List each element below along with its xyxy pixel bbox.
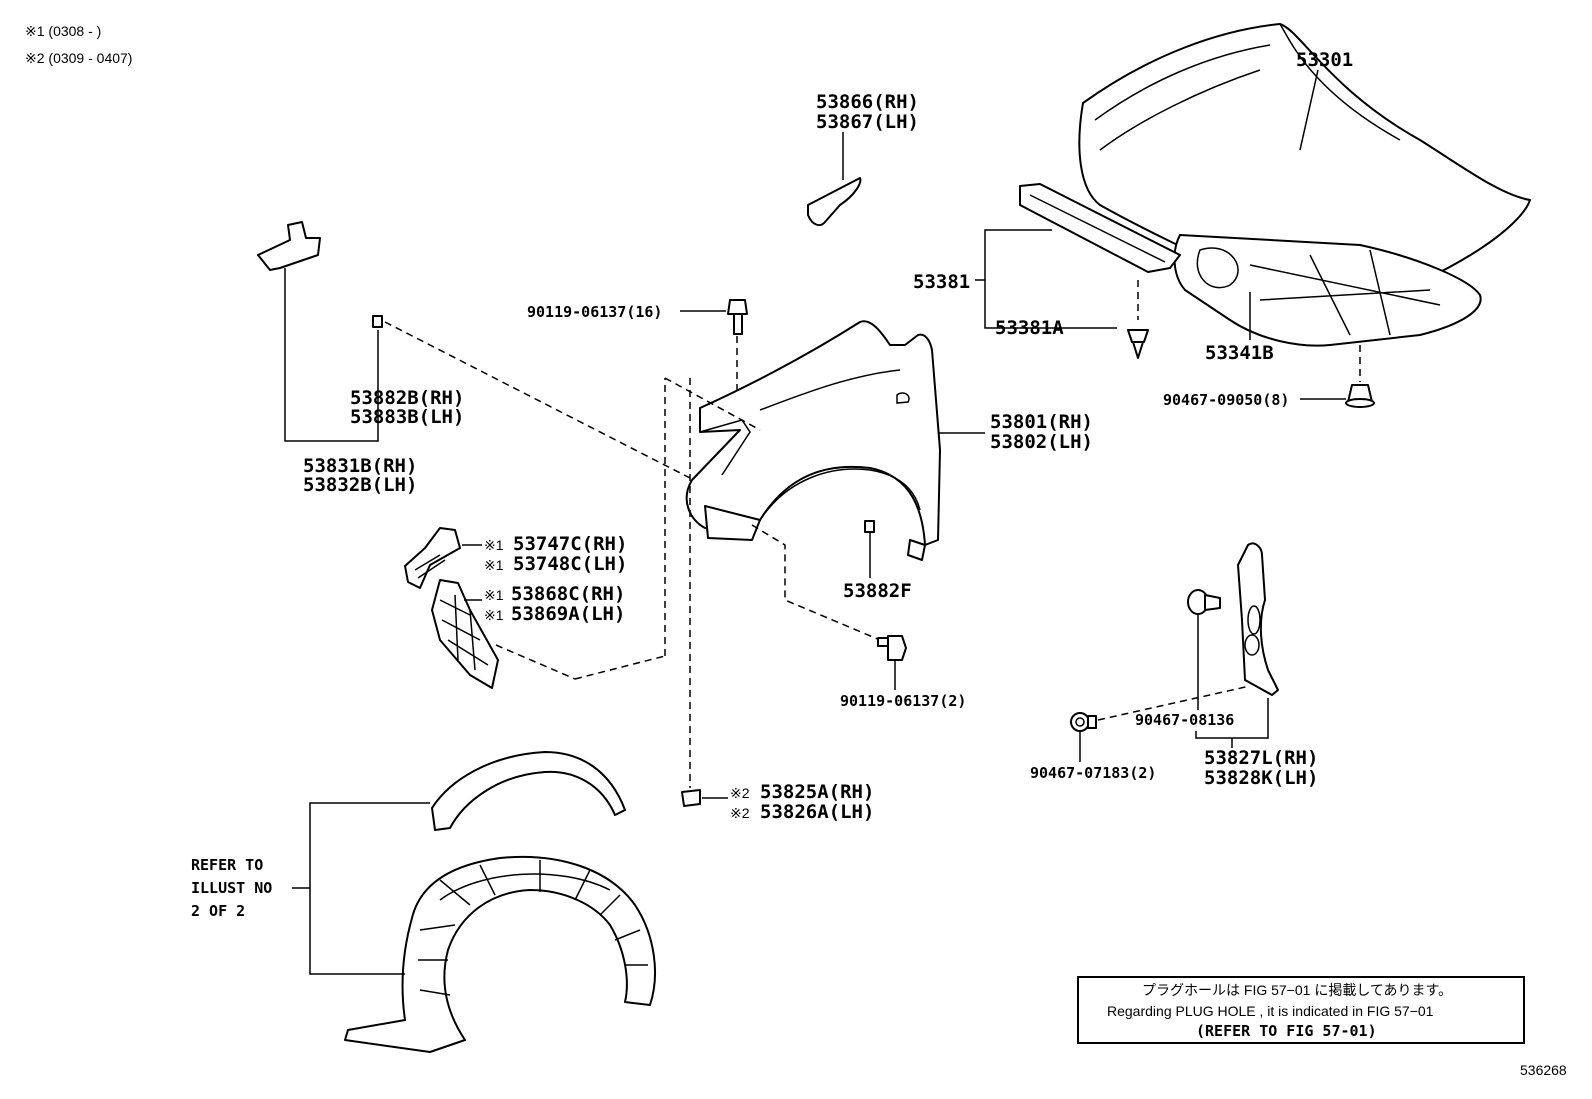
front-fender	[685, 320, 941, 561]
label-bracket-f: 53882F	[843, 580, 912, 602]
insulator-clip	[1345, 384, 1375, 408]
fender-liner-main	[344, 855, 656, 1053]
fender-bolt-top	[727, 299, 748, 335]
label-hood-seal: 53381	[913, 271, 970, 293]
hood-insulator	[1173, 234, 1482, 347]
label-liner-rh: 53868C(RH)	[511, 583, 625, 605]
label-bolt-top: 90119-06137(16)	[527, 303, 662, 321]
label-clip-07183: 90467-07183(2)	[1030, 764, 1156, 782]
note-1: ※1 (0308 - )	[25, 23, 101, 39]
hood-seal-clip	[1127, 329, 1149, 359]
label-hood-insulator: 53341B	[1205, 342, 1274, 364]
bracket-53882f	[864, 520, 875, 533]
label-fender-bracket-lh: 53832B(LH)	[303, 474, 417, 496]
headlamp-seal	[807, 177, 862, 227]
label-refer-1: REFER TO	[191, 856, 263, 874]
side-seal	[1237, 542, 1279, 696]
notice-en: Regarding PLUG HOLE , it is indicated in…	[1107, 1003, 1434, 1019]
mark-1-b: ※1	[484, 557, 504, 573]
diagram-id: 536268	[1520, 1062, 1567, 1078]
label-fender-lh: 53802(LH)	[990, 431, 1093, 453]
fender-liner-front	[431, 579, 499, 689]
plug-hole-notice: プラグホールは FIG 57−01 に掲載してあります。 Regarding P…	[1077, 976, 1525, 1044]
label-ext-rh: 53747C(RH)	[513, 533, 627, 555]
mark-1-c: ※1	[484, 587, 504, 603]
label-headlamp-seal-lh: 53867(LH)	[816, 111, 919, 133]
label-liner-lh: 53869A(LH)	[511, 603, 625, 625]
label-pad-rh: 53825A(RH)	[760, 781, 874, 803]
label-bracket-b-lh: 53883B(LH)	[350, 406, 464, 428]
fender-pad	[681, 789, 701, 807]
label-bolt-bottom: 90119-06137(2)	[840, 692, 966, 710]
label-fender-rh: 53801(RH)	[990, 411, 1093, 433]
label-headlamp-seal-rh: 53866(RH)	[816, 91, 919, 113]
label-refer-3: 2 OF 2	[191, 902, 245, 920]
notice-ref: (REFER TO FIG 57-01)	[1196, 1022, 1377, 1040]
fender-liner-upper	[431, 751, 626, 831]
label-bracket-b-rh: 53882B(RH)	[350, 387, 464, 409]
clip-90467-08136	[1187, 589, 1221, 615]
mark-2-b: ※2	[730, 805, 750, 821]
label-hood: 53301	[1296, 49, 1353, 71]
note-2: ※2 (0309 - 0407)	[25, 50, 132, 66]
bracket-53882b	[372, 315, 383, 328]
label-hood-seal-clip: 53381A	[995, 317, 1064, 339]
label-ext-lh: 53748C(LH)	[513, 553, 627, 575]
mark-2-a: ※2	[730, 785, 750, 801]
mark-1-a: ※1	[484, 537, 504, 553]
mark-1-d: ※1	[484, 607, 504, 623]
label-clip-08136: 90467-08136	[1135, 711, 1234, 729]
clip-90467-07183	[1070, 712, 1097, 732]
fender-bolt-bottom	[877, 635, 907, 661]
label-seal-side-lh: 53828K(LH)	[1204, 767, 1318, 789]
hood-seal-strip	[1019, 183, 1181, 273]
label-pad-lh: 53826A(LH)	[760, 801, 874, 823]
label-refer-2: ILLUST NO	[191, 879, 272, 897]
notice-jp: プラグホールは FIG 57−01 に掲載してあります。	[1142, 982, 1452, 998]
label-fender-bracket-rh: 53831B(RH)	[303, 455, 417, 477]
fender-bracket	[257, 221, 321, 271]
label-insulator-clip: 90467-09050(8)	[1163, 391, 1289, 409]
label-seal-side-rh: 53827L(RH)	[1204, 747, 1318, 769]
fender-extension	[404, 527, 461, 589]
